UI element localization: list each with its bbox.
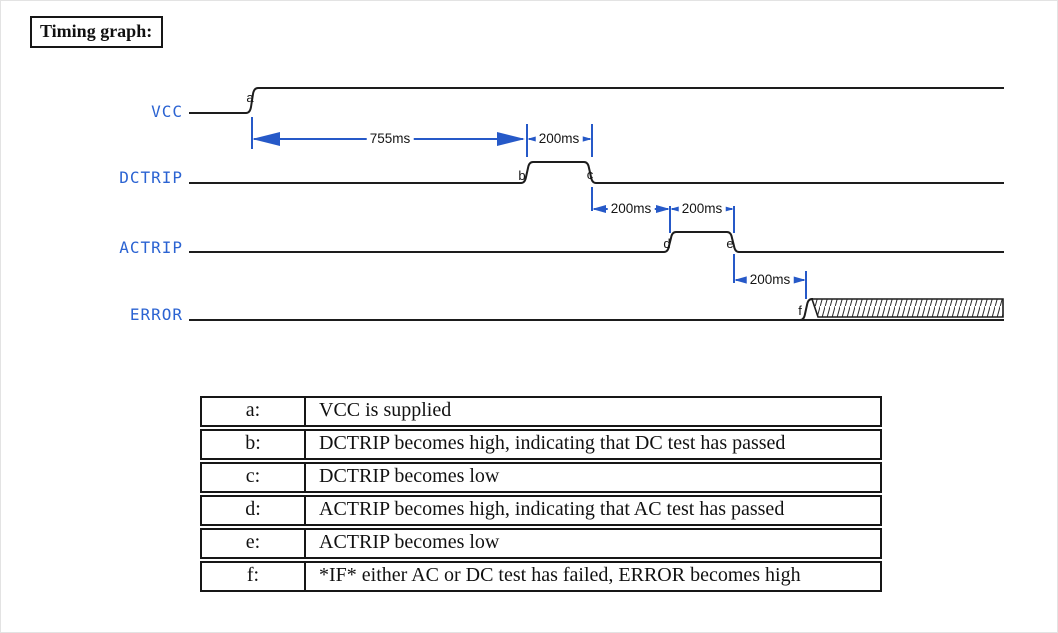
legend-table: a: VCC is supplied b: DCTRIP becomes hig… — [200, 396, 882, 594]
page-title-text: Timing graph: — [40, 21, 153, 41]
legend-key: d: — [202, 497, 306, 524]
duration-200ms-1: 200ms — [535, 130, 583, 147]
marker-d: d — [663, 236, 671, 251]
duration-200ms-4: 200ms — [746, 271, 794, 288]
error-waveform — [189, 297, 1004, 322]
legend-key: f: — [202, 563, 306, 590]
marker-c: c — [586, 167, 594, 182]
duration-200ms-3: 200ms — [678, 200, 726, 217]
marker-e: e — [726, 236, 734, 251]
marker-a: a — [246, 90, 254, 105]
signal-label-dctrip: DCTRIP — [119, 168, 183, 187]
legend-description: *IF* either AC or DC test has failed, ER… — [319, 564, 801, 586]
page-title: Timing graph: — [30, 16, 164, 48]
legend-key: a: — [202, 398, 306, 425]
legend-description: DCTRIP becomes high, indicating that DC … — [319, 432, 786, 454]
marker-f: f — [798, 303, 802, 318]
signal-label-error: ERROR — [129, 305, 183, 324]
legend-description: VCC is supplied — [319, 399, 452, 421]
legend-description: ACTRIP becomes low — [319, 531, 500, 553]
legend-key: e: — [202, 530, 306, 557]
signal-label-actrip: ACTRIP — [119, 238, 183, 257]
error-hatch-region — [810, 298, 1004, 318]
legend-row-e: e: ACTRIP becomes low — [200, 528, 882, 559]
legend-row-b: b: DCTRIP becomes high, indicating that … — [200, 429, 882, 460]
vcc-waveform — [189, 87, 1004, 114]
actrip-waveform — [189, 231, 1004, 253]
legend-row-f: f: *IF* either AC or DC test has failed,… — [200, 561, 882, 592]
legend-row-c: c: DCTRIP becomes low — [200, 462, 882, 493]
signal-label-vcc: VCC — [151, 102, 183, 121]
legend-row-a: a: VCC is supplied — [200, 396, 882, 427]
marker-b: b — [518, 168, 526, 183]
legend-description: DCTRIP becomes low — [319, 465, 500, 487]
duration-200ms-2: 200ms — [607, 200, 655, 217]
duration-755ms: 755ms — [366, 130, 414, 147]
legend-key: c: — [202, 464, 306, 491]
timing-diagram: VCC DCTRIP ACTRIP ERROR a b c d e f 755m… — [119, 87, 1004, 324]
timing-diagram-canvas — [189, 87, 1004, 322]
legend-key: b: — [202, 431, 306, 458]
legend-description: ACTRIP becomes high, indicating that AC … — [319, 498, 785, 520]
legend-row-d: d: ACTRIP becomes high, indicating that … — [200, 495, 882, 526]
dctrip-waveform — [189, 161, 1004, 184]
